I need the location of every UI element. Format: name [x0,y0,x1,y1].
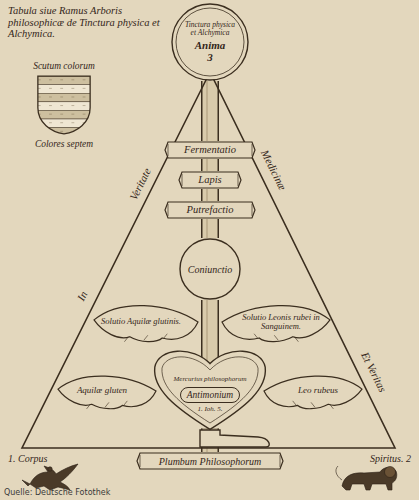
anima-circle: Tinctura physica et AlchymicaAnima 3 [170,3,250,81]
node-text: Aquilæ gluten [65,386,139,396]
node-text: Plumbum Philosophorum [159,456,262,467]
wing-shape: Aquilæ gluten [56,372,158,410]
foot [200,430,269,447]
node-text: Anima 3 [193,39,227,63]
node-text: Fermentatio [184,144,236,156]
scroll-banner: Fermentatio [164,141,256,159]
side-inscription: Medicinæ [259,148,289,192]
conjunction-circle: Coniunctio [178,238,242,300]
side-inscription: In [75,289,90,303]
corner-label: 1. Corpus [8,453,47,464]
lion-figure [336,466,397,490]
wing-shape: Leo rubeus [262,372,364,410]
side-inscription: Veritate [127,166,153,202]
node-text: Coniunctio [188,264,232,275]
wing-shape: Solutio Aquilæ glutinis. [92,301,200,343]
trunk-connector [207,189,210,201]
source-note: Quelle: Deutsche Fotothek [4,489,110,498]
shield-drawing [36,74,92,136]
scroll-banner: Putrefactio [164,201,256,219]
node-text: Solutio Leonis rubei in Sanguinem. [239,313,323,332]
trunk-connector [207,81,210,141]
heart-shape: Mercurius philosophorumAntimonium 1. Ioh.… [150,342,270,432]
side-inscription: Et Veritas [359,350,389,394]
shield-heading: Scutum colorum [14,61,114,71]
scroll-banner: Lapis [178,171,242,189]
node-text: Tinctura physica et Alchymica [184,21,236,38]
node-text: Lapis [198,174,221,186]
shield: Scutum colorumColores septem [14,46,114,164]
node-text: Putrefactio [187,204,234,216]
node-text: Antimonium [180,387,240,403]
wing-shape: Solutio Leonis rubei in Sanguinem. [220,301,332,343]
triangle [22,72,395,448]
node-text: Leo rubeus [281,386,355,396]
trunk-connector [207,300,210,364]
title: Tabula siue Ramus Arboris philosophicæ d… [8,5,168,40]
node-text: Mercurius philosophorum [173,376,246,384]
node-text: Solutio Aquilæ glutinis. [101,317,181,326]
trunk-connector [207,219,210,238]
shield-caption: Colores septem [14,139,114,149]
trunk-connector [207,159,210,171]
corner-label: Spiritus. 2 [370,453,411,464]
scroll-banner: Plumbum Philosophorum [136,452,284,470]
eagle-figure [22,464,78,490]
node-text: 1. Ioh. 5. [197,406,222,414]
